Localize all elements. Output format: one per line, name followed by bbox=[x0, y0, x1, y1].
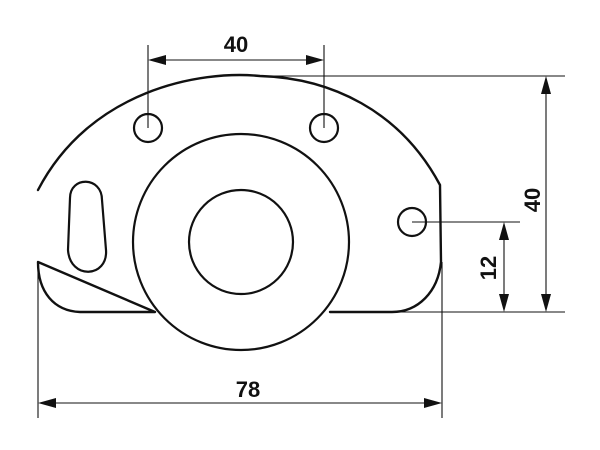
dimension-label-overall-height: 40 bbox=[520, 188, 545, 212]
dimension-overall-height: 40 bbox=[250, 75, 565, 313]
dimension-label-overall-width: 78 bbox=[236, 377, 260, 402]
center-bore bbox=[187, 188, 295, 296]
dimension-side-hole-height: 12 bbox=[412, 221, 520, 312]
dimension-overall-width: 78 bbox=[37, 262, 443, 418]
slot-hole bbox=[66, 180, 108, 273]
dimension-label-hole-spacing: 40 bbox=[224, 32, 248, 57]
dimension-label-side-hole-height: 12 bbox=[476, 256, 501, 280]
dimension-hole-spacing: 40 bbox=[147, 32, 325, 128]
